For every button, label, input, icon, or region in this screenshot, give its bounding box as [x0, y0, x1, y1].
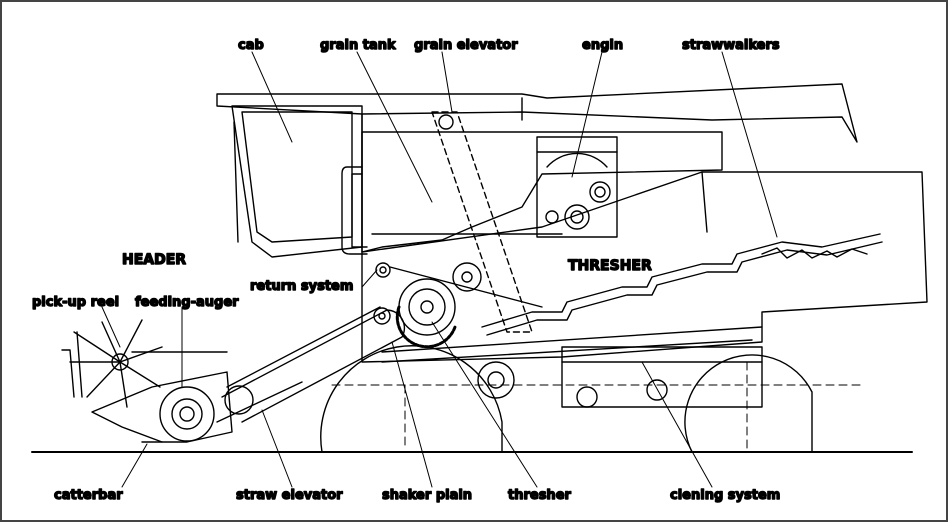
label-catterbar: catterbar	[54, 488, 123, 503]
label-engin: engin	[582, 38, 623, 53]
return-system	[375, 262, 543, 308]
label-grain-tank: grain tank	[320, 38, 396, 53]
label-cab: cab	[238, 38, 264, 53]
engine-block	[536, 136, 618, 238]
label-thresher-section: THRESHER	[568, 258, 652, 274]
label-header-section: HEADER	[122, 252, 186, 268]
grain-elevator	[431, 111, 533, 333]
label-clening-system: clening system	[670, 488, 780, 503]
cab	[231, 105, 363, 258]
label-feeding-auger: feeding-auger	[135, 295, 239, 310]
front-wheel	[320, 345, 515, 453]
strawwalkers	[481, 233, 883, 336]
label-pick-up-reel: pick-up reel	[32, 295, 119, 310]
label-strawwalkers: strawwalkers	[682, 38, 780, 53]
header-unit	[91, 371, 233, 443]
label-shaker-plain: shaker plain	[382, 488, 472, 503]
grain-tank	[341, 131, 723, 255]
label-straw-elevator: straw elevator	[236, 488, 343, 503]
thresher-drum	[395, 262, 482, 349]
shaker-plain	[381, 326, 763, 408]
thresher-body	[361, 171, 928, 363]
pick-up-reel	[61, 319, 228, 408]
dashed-axes	[331, 361, 863, 451]
label-grain-elevator: grain elevator	[414, 38, 518, 53]
leader-lines	[101, 51, 778, 488]
label-return-system: return system	[250, 279, 353, 294]
rear-wheel	[684, 354, 813, 453]
straw-elevator	[216, 306, 406, 423]
label-thresher: thresher	[508, 488, 572, 503]
